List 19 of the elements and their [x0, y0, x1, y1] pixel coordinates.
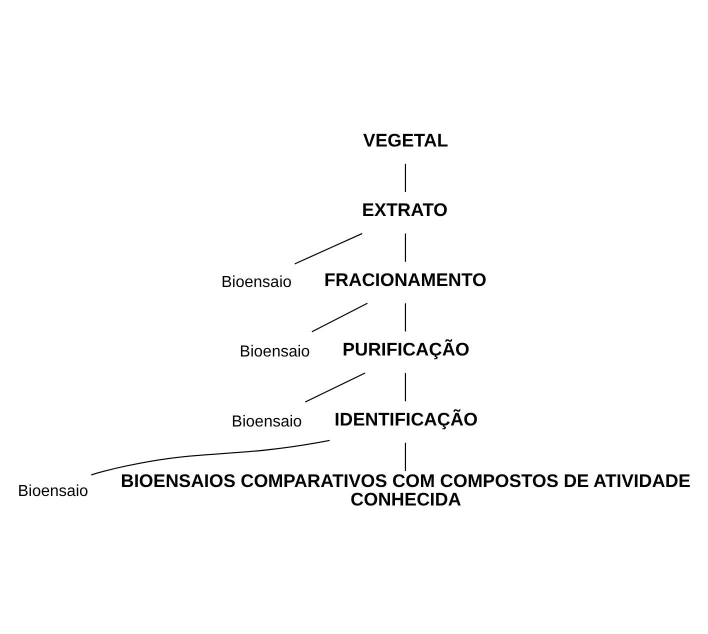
- connector: [312, 302, 368, 332]
- connector: [294, 232, 362, 264]
- connector: [305, 372, 366, 402]
- node-text: EXTRATO: [362, 198, 448, 220]
- node-text: Bioensaio: [18, 482, 88, 500]
- connector: [404, 233, 406, 262]
- node-text: Bioensaio: [240, 343, 310, 360]
- connector: [404, 163, 406, 192]
- node-text: FRACIONAMENTO: [324, 268, 486, 290]
- node-text: VEGETAL: [363, 128, 448, 150]
- connector: [404, 372, 406, 401]
- node-text: IDENTIFICAÇÃO: [334, 408, 478, 429]
- connector: [404, 302, 406, 332]
- node-text: Bioensaio: [221, 273, 292, 290]
- connector: [91, 439, 330, 475]
- node-text: BIOENSAIOS COMPARATIVOS COM COMPOSTOS DE ATIVIDADE CONHECIDA: [120, 470, 691, 509]
- node-text: Bioensaio: [232, 412, 302, 430]
- node-text: PURIFICAÇÃO: [342, 338, 470, 360]
- connector: [404, 442, 406, 470]
